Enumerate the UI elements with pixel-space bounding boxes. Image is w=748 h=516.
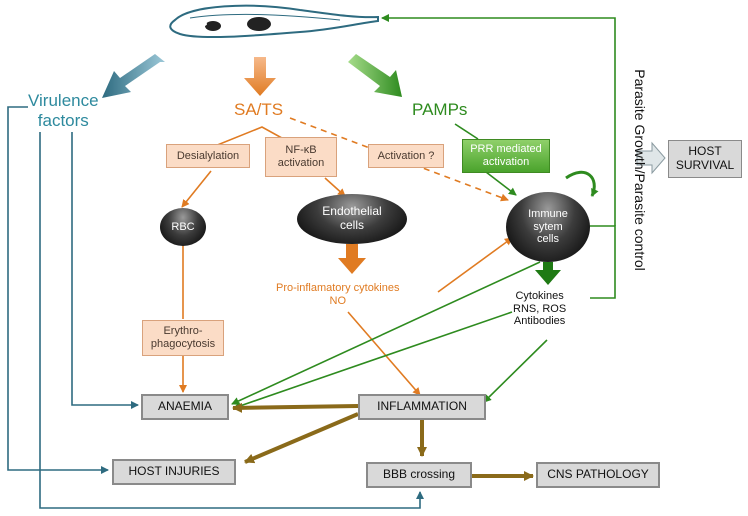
nfkb-activation-box: NF-κB activation [265, 137, 337, 177]
host-injuries-box: HOST INJURIES [112, 459, 236, 485]
parasite-to-virulence-arrow [102, 54, 165, 98]
parasite-to-pamps-arrow [348, 54, 402, 97]
bbb-crossing-box: BBB crossing [366, 462, 472, 488]
activation-question-box: Activation ? [368, 144, 444, 168]
inflammation-box: INFLAMMATION [358, 394, 486, 420]
parasite-control-label: Parasite Growth/Parasite control [632, 69, 648, 271]
desialylation-box: Desialylation [166, 144, 250, 168]
virulence-factors-label: Virulence factors [28, 91, 99, 130]
proinflammatory-label: Pro-inflamatory cytokines NO [276, 282, 400, 307]
cytokines-label: Cytokines RNS, ROS Antibodies [513, 290, 567, 328]
endothelial-cells: Endothelial cells [297, 194, 407, 244]
immune-system-cells: Immune sytem cells [506, 192, 590, 262]
pamps-label: PAMPs [412, 100, 468, 119]
parasite-to-sats-arrow [244, 57, 276, 96]
prr-activation-box: PRR mediated activation [462, 139, 550, 173]
rbc-cell: RBC [160, 208, 206, 246]
sa-ts-label: SA/TS [234, 100, 284, 119]
cns-pathology-box: CNS PATHOLOGY [536, 462, 660, 488]
anaemia-box: ANAEMIA [141, 394, 229, 420]
trypanosome-icon [169, 4, 379, 39]
host-survival-box: HOST SURVIVAL [668, 140, 742, 178]
erythrophagocytosis-box: Erythro- phagocytosis [142, 320, 224, 356]
